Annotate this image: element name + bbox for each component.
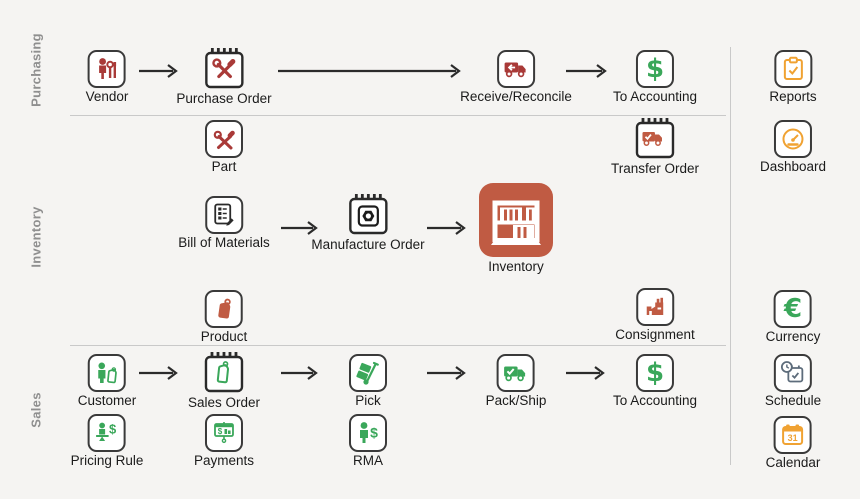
section-label-inventory: Inventory: [28, 206, 44, 268]
node-label: Payments: [193, 453, 255, 468]
bill-of-materials-icon: [205, 196, 243, 234]
node-label: Transfer Order: [610, 161, 700, 176]
node-label: Product: [200, 329, 248, 344]
node-calendar[interactable]: 31 Calendar: [765, 416, 821, 471]
flow-arrow: [281, 220, 319, 241]
node-label: Consignment: [615, 327, 695, 342]
pricing-rule-icon: $: [88, 414, 126, 452]
sales-order-icon: [203, 350, 245, 394]
node-label: Dashboard: [759, 159, 827, 174]
node-label: Sales Order: [187, 395, 261, 410]
node-label: Inventory: [488, 259, 544, 274]
flow-arrow: [139, 365, 179, 386]
node-schedule[interactable]: Schedule: [765, 354, 821, 409]
node-label: Calendar: [765, 455, 821, 470]
node-receive-reconcile[interactable]: Receive/Reconcile: [460, 50, 572, 105]
node-reports[interactable]: Reports: [769, 50, 817, 105]
euro-icon: €: [773, 290, 812, 328]
manufacture-order-icon: [347, 192, 389, 236]
node-label: Reports: [769, 89, 817, 104]
node-customer[interactable]: Customer: [77, 354, 137, 409]
flow-arrow: [566, 63, 608, 84]
node-bill-of-materials[interactable]: Bill of Materials: [178, 196, 270, 251]
part-tools-icon: [205, 120, 243, 158]
node-to-accounting-sales[interactable]: $ To Accounting: [613, 354, 697, 409]
node-label: Schedule: [764, 393, 822, 408]
node-label: Bill of Materials: [178, 235, 270, 250]
node-vendor[interactable]: Vendor: [85, 50, 129, 105]
svg-text:$: $: [109, 422, 117, 437]
node-label: Part: [211, 159, 237, 174]
node-transfer-order[interactable]: Transfer Order: [611, 116, 699, 177]
node-label: Customer: [77, 393, 137, 408]
node-label: To Accounting: [612, 89, 698, 104]
node-label: Purchase Order: [176, 91, 272, 106]
node-label: Pricing Rule: [70, 453, 144, 468]
schedule-icon: [773, 354, 812, 392]
dashboard-gauge-icon: [773, 120, 812, 158]
node-label: Vendor: [85, 89, 129, 104]
section-divider-horizontal-1: [70, 115, 726, 116]
node-manufacture-order[interactable]: Manufacture Order: [311, 192, 425, 253]
pick-handtruck-icon: [349, 354, 387, 392]
flow-arrow: [139, 63, 179, 84]
transfer-order-icon: [634, 116, 676, 160]
node-pack-ship[interactable]: Pack/Ship: [485, 354, 547, 409]
section-divider-vertical: [730, 47, 731, 465]
node-currency[interactable]: € Currency: [765, 290, 821, 345]
node-pricing-rule[interactable]: $ Pricing Rule: [70, 414, 144, 469]
flow-arrow: [566, 365, 606, 386]
node-part[interactable]: Part: [205, 120, 243, 175]
node-dashboard[interactable]: Dashboard: [760, 120, 826, 175]
purchase-order-icon: [203, 46, 245, 90]
flow-arrow: [278, 63, 462, 84]
node-label: RMA: [353, 453, 383, 468]
node-label: Manufacture Order: [311, 237, 425, 252]
dollar-icon: $: [636, 354, 674, 392]
section-label-purchasing: Purchasing: [28, 33, 44, 107]
node-label: Pick: [355, 393, 381, 408]
section-divider-horizontal-2: [70, 345, 726, 346]
rma-icon: $: [349, 414, 387, 452]
node-inventory[interactable]: Inventory: [478, 182, 554, 275]
customer-icon: [87, 354, 126, 392]
flow-arrow: [281, 365, 319, 386]
node-purchase-order[interactable]: Purchase Order: [176, 46, 272, 107]
flow-arrow: [427, 220, 467, 241]
flow-arrow: [427, 365, 467, 386]
dollar-icon: $: [636, 50, 674, 88]
inventory-shelf-icon: [478, 182, 554, 258]
ship-truck-icon: [496, 354, 535, 392]
node-to-accounting-purchasing[interactable]: $ To Accounting: [613, 50, 697, 105]
calendar-icon: 31: [773, 416, 812, 454]
node-payments[interactable]: $ Payments: [194, 414, 254, 469]
section-label-sales: Sales: [28, 392, 44, 428]
receive-truck-icon: [497, 50, 535, 88]
vendor-icon: [87, 50, 126, 88]
node-label: To Accounting: [612, 393, 698, 408]
payments-icon: $: [205, 414, 243, 452]
node-product[interactable]: Product: [200, 290, 248, 345]
reports-clipboard-icon: [774, 50, 812, 88]
node-label: Pack/Ship: [485, 393, 547, 408]
node-consignment[interactable]: Consignment: [615, 288, 695, 343]
product-tag-icon: [205, 290, 243, 328]
node-sales-order[interactable]: Sales Order: [188, 350, 260, 411]
node-pick[interactable]: Pick: [349, 354, 387, 409]
node-rma[interactable]: $ RMA: [349, 414, 387, 469]
svg-text:31: 31: [788, 433, 798, 443]
svg-text:$: $: [218, 427, 223, 436]
node-label: Currency: [765, 329, 821, 344]
svg-text:$: $: [370, 425, 378, 441]
consignment-factory-icon: [635, 288, 674, 326]
node-label: Receive/Reconcile: [460, 89, 572, 104]
